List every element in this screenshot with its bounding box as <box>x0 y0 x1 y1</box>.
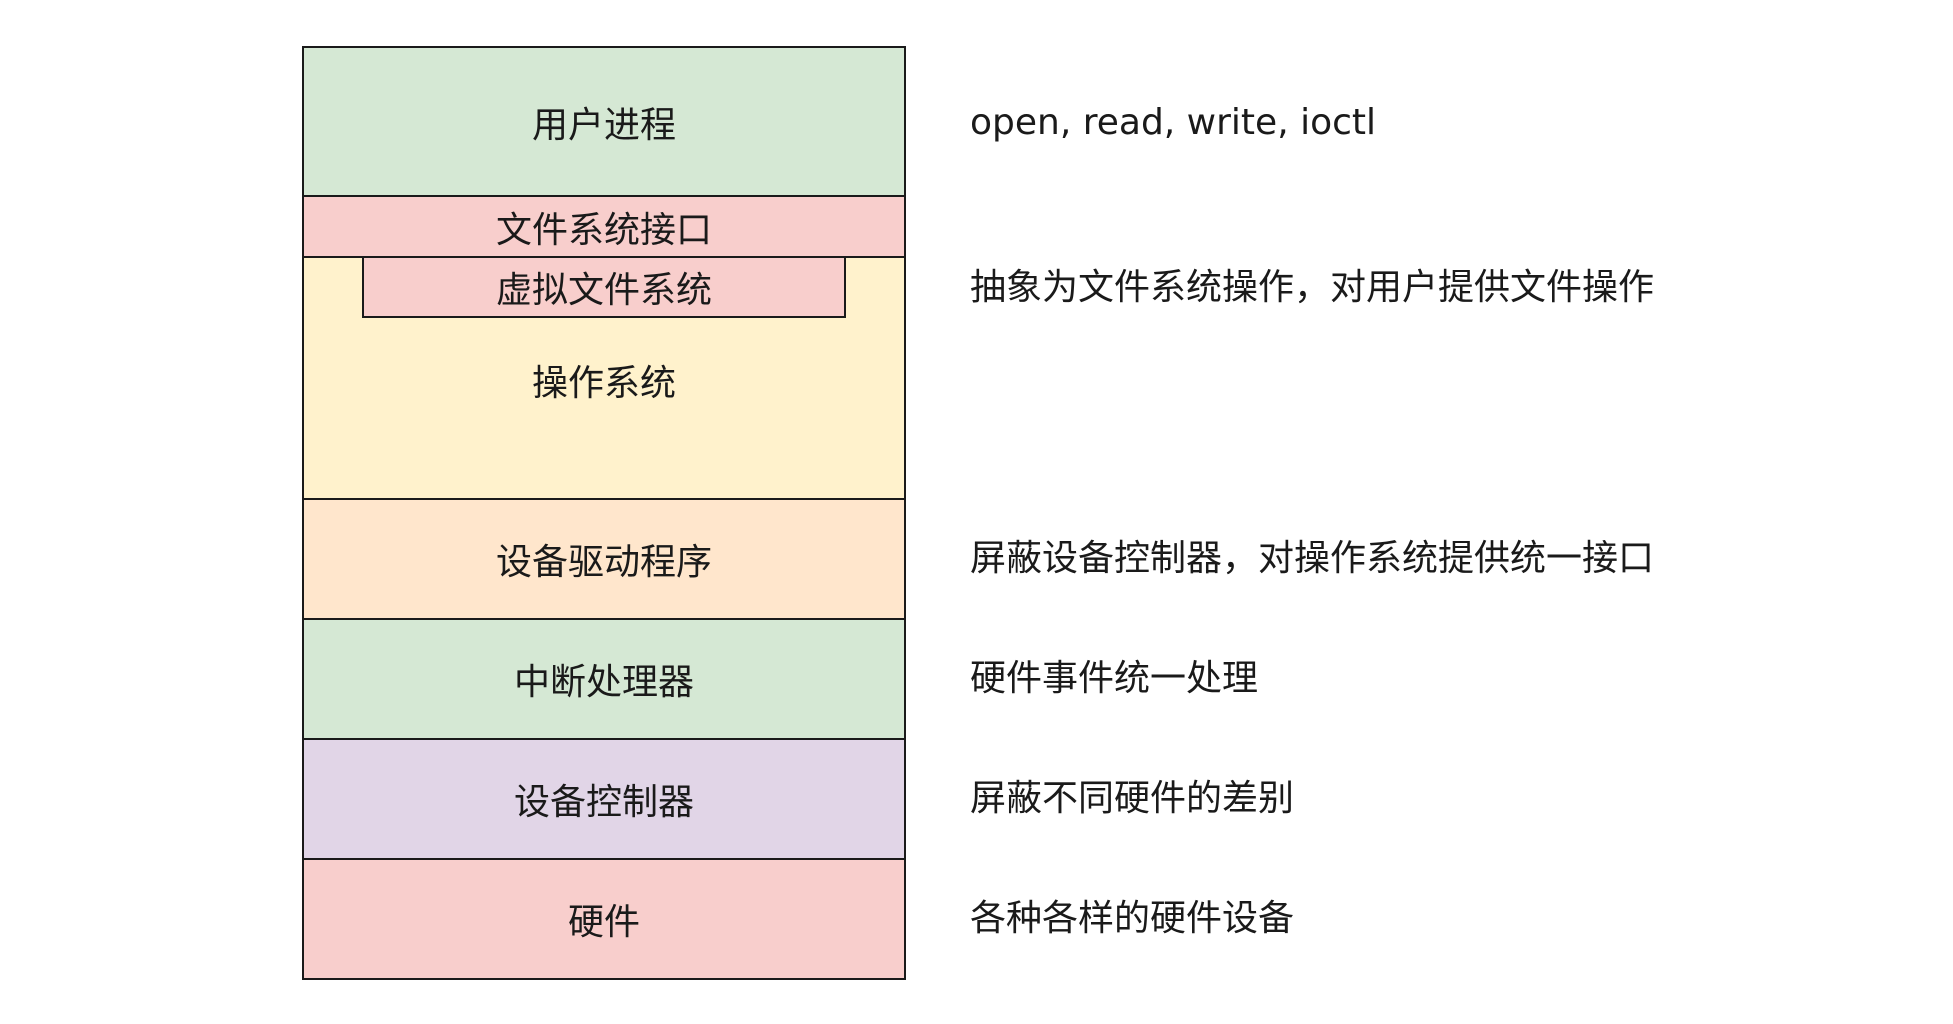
layer-vfs: 虚拟文件系统 <box>362 256 846 318</box>
layer-os-label: 操作系统 <box>531 363 676 404</box>
layer-device-controller-label: 设备控制器 <box>513 782 694 823</box>
layer-vfs-label: 虚拟文件系统 <box>495 270 712 311</box>
layer-interrupt-handler: 中断处理器 <box>302 618 906 740</box>
desc-interrupt-handler: 硬件事件统一处理 <box>970 658 1259 699</box>
desc-device-controller: 屏蔽不同硬件的差别 <box>970 778 1295 819</box>
layer-device-driver: 设备驱动程序 <box>302 498 906 620</box>
desc-hardware: 各种各样的硬件设备 <box>970 898 1295 939</box>
layer-hardware: 硬件 <box>302 858 906 980</box>
layer-hardware-label: 硬件 <box>567 902 640 943</box>
layer-user-process: 用户进程 <box>302 46 906 197</box>
desc-vfs: 抽象为文件系统操作，对用户提供文件操作 <box>970 267 1655 308</box>
layer-user-process-label: 用户进程 <box>531 104 676 146</box>
layer-device-controller: 设备控制器 <box>302 738 906 860</box>
layer-device-driver-label: 设备驱动程序 <box>495 542 712 583</box>
layer-interrupt-handler-label: 中断处理器 <box>513 662 694 703</box>
layer-fs-interface: 文件系统接口 <box>302 195 906 258</box>
desc-device-driver: 屏蔽设备控制器，对操作系统提供统一接口 <box>970 538 1655 579</box>
layer-fs-interface-label: 文件系统接口 <box>495 209 712 251</box>
desc-user-process: open, read, write, ioctl <box>970 102 1377 143</box>
